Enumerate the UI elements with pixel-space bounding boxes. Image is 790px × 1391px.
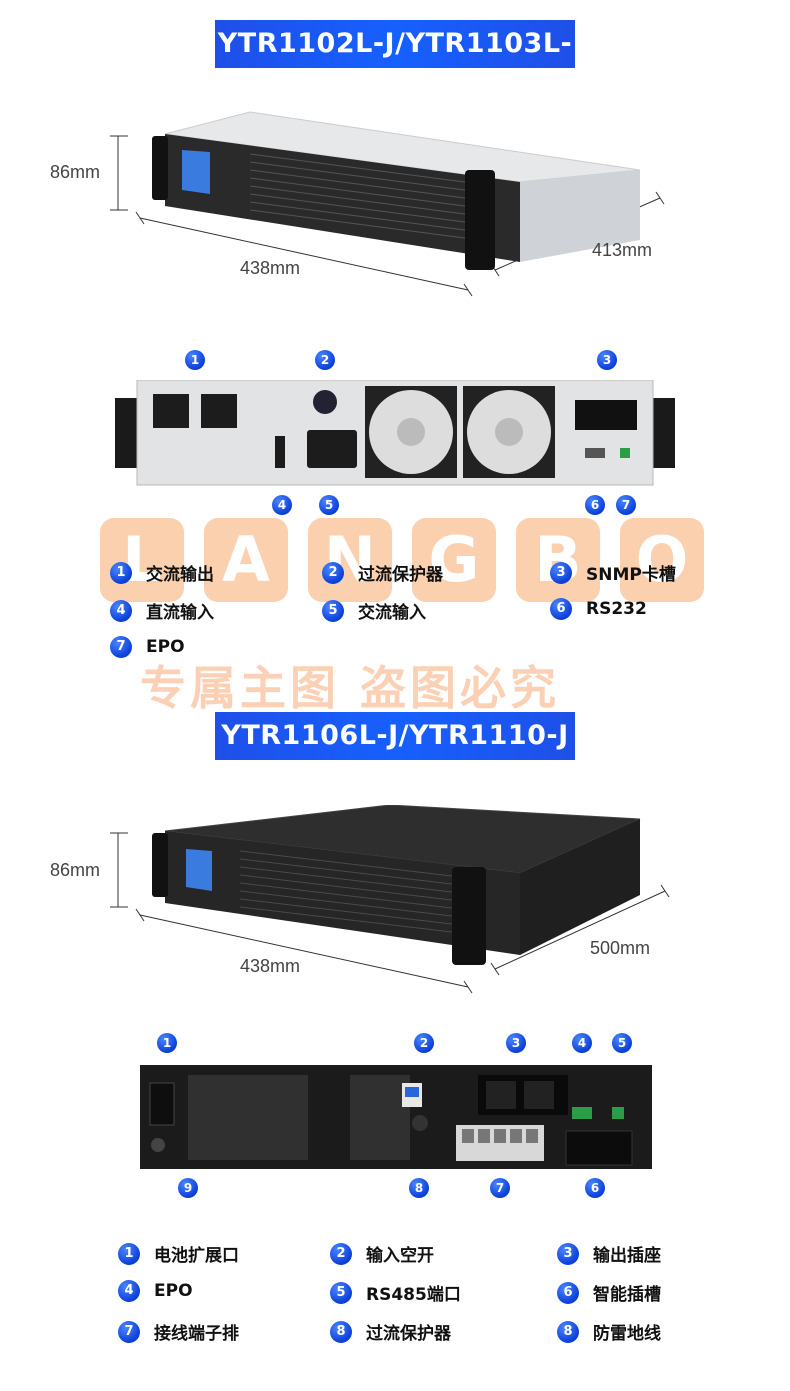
legend-badge: 3 <box>557 1242 579 1265</box>
legend-badge: 6 <box>557 1281 579 1304</box>
legend-item: 1 电池扩展口 <box>118 1241 239 1266</box>
callout-1: 1 <box>185 350 205 370</box>
callout-5: 5 <box>612 1033 632 1053</box>
height-dimension-2: 86mm <box>50 860 101 880</box>
watermark-letter: B <box>516 518 600 602</box>
legend-badge: 8 <box>330 1320 352 1343</box>
callout-7: 7 <box>490 1178 510 1198</box>
callout-7: 7 <box>616 495 636 515</box>
legend-badge: 1 <box>118 1242 140 1265</box>
legend-label: RS232 <box>586 599 647 619</box>
watermark-letter: O <box>620 518 704 602</box>
legend-badge: 8 <box>557 1320 579 1343</box>
legend-badge: 4 <box>110 599 132 622</box>
legend-label: 直流输入 <box>146 603 214 623</box>
legend-label: EPO <box>154 1281 193 1301</box>
legend-label: RS485端口 <box>366 1285 461 1305</box>
legend-label: 输入空开 <box>366 1246 434 1266</box>
callout-2: 2 <box>414 1033 434 1053</box>
legend-item: 2 输入空开 <box>330 1241 434 1266</box>
legend-label: SNMP卡槽 <box>586 565 676 585</box>
callout-3: 3 <box>506 1033 526 1053</box>
legend-label: 防雷地线 <box>593 1324 661 1344</box>
section1-title: YTR1102L-J/YTR1103L-J <box>215 20 575 107</box>
watermark-letter: A <box>204 518 288 602</box>
ups-front-view-2 <box>110 805 670 994</box>
callout-4: 4 <box>272 495 292 515</box>
legend-badge: 6 <box>550 598 572 620</box>
legend-item: 2 过流保护器 <box>322 560 443 585</box>
legend-badge: 5 <box>322 599 344 622</box>
legend-badge: 2 <box>330 1242 352 1265</box>
section2-title: YTR1106L-J/YTR1110-J <box>215 712 575 760</box>
legend-item: 5 交流输入 <box>322 598 426 623</box>
legend-label: 交流输入 <box>358 603 426 623</box>
callout-6: 6 <box>585 1178 605 1198</box>
watermark-text: 专属主图 盗图必究 <box>140 661 561 715</box>
legend-item: 4 EPO <box>118 1280 193 1302</box>
legend-badge: 1 <box>110 561 132 584</box>
callout-3: 3 <box>597 350 617 370</box>
width-dimension-1: 438mm <box>240 258 301 278</box>
depth-dimension-2: 500mm <box>590 938 651 958</box>
callout-9: 9 <box>178 1178 198 1198</box>
legend-item: 6 RS232 <box>550 598 647 620</box>
callout-8: 8 <box>409 1178 429 1198</box>
legend-item: 3 输出插座 <box>557 1241 661 1266</box>
legend-item: 1 交流输出 <box>110 560 214 585</box>
legend-item: 7 接线端子排 <box>118 1319 239 1344</box>
legend-label: 过流保护器 <box>358 565 443 585</box>
callout-2: 2 <box>315 350 335 370</box>
legend-label: 接线端子排 <box>154 1324 239 1344</box>
ups-back-panel-2 <box>140 1065 652 1169</box>
legend-label: 智能插槽 <box>593 1285 661 1305</box>
legend-item: 8 防雷地线 <box>557 1319 661 1344</box>
legend-label: 过流保护器 <box>366 1324 451 1344</box>
legend-label: EPO <box>146 637 185 657</box>
callout-4: 4 <box>572 1033 592 1053</box>
legend-badge: 2 <box>322 561 344 584</box>
legend-item: 4 直流输入 <box>110 598 214 623</box>
legend-label: 输出插座 <box>593 1246 661 1266</box>
watermark-letter: L <box>100 518 184 602</box>
legend-badge: 7 <box>118 1320 140 1343</box>
height-dimension-1: 86mm <box>50 162 101 182</box>
ups-front-view-1 <box>110 111 665 297</box>
depth-dimension-1: 413mm <box>592 240 653 260</box>
legend-badge: 3 <box>550 561 572 584</box>
legend-item: 3 SNMP卡槽 <box>550 560 676 585</box>
legend-item: 5 RS485端口 <box>330 1280 461 1305</box>
callout-5: 5 <box>319 495 339 515</box>
watermark-letter: N <box>308 518 392 602</box>
legend-item: 8 过流保护器 <box>330 1319 451 1344</box>
legend-label: 电池扩展口 <box>154 1246 239 1266</box>
callout-1: 1 <box>157 1033 177 1053</box>
width-dimension-2: 438mm <box>240 956 301 976</box>
legend-badge: 4 <box>118 1280 140 1302</box>
legend-item: 6 智能插槽 <box>557 1280 661 1305</box>
callout-6: 6 <box>585 495 605 515</box>
legend-item: 7 EPO <box>110 636 185 658</box>
legend-badge: 7 <box>110 636 132 658</box>
legend-badge: 5 <box>330 1281 352 1304</box>
ups-back-panel-1 <box>115 380 675 486</box>
watermark-letter: G <box>412 518 496 602</box>
legend-label: 交流输出 <box>146 565 214 585</box>
